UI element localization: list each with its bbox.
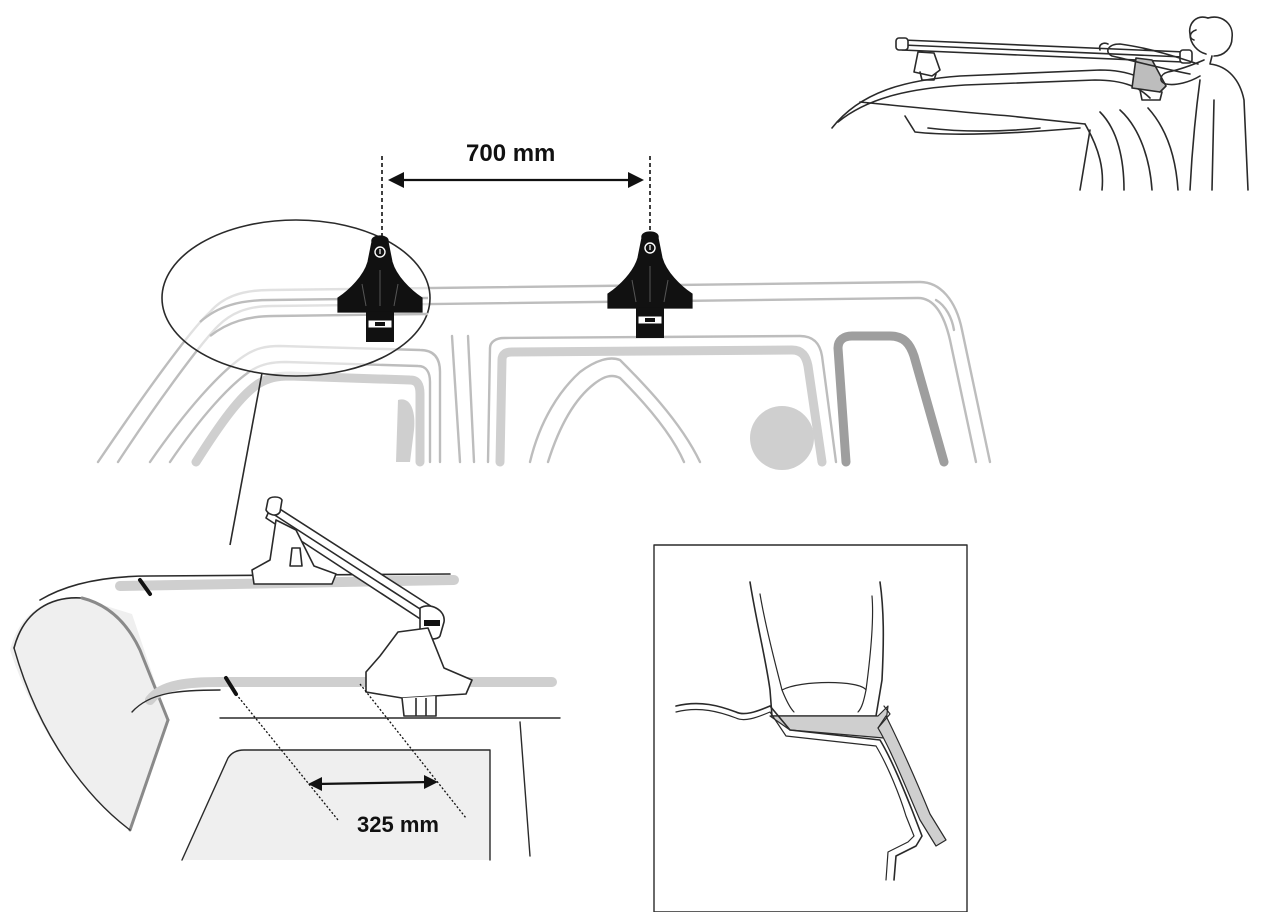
magnifier-icon — [161, 219, 431, 546]
roof-foot-icon — [607, 231, 693, 338]
dimension-label-325: 325 mm — [357, 812, 439, 837]
cross-section-detail — [653, 544, 968, 912]
dimension-700 — [381, 156, 651, 238]
dimension-325 — [235, 683, 467, 821]
magnified-roof-edge — [199, 296, 429, 337]
person-installing-rack-icon — [831, 16, 1249, 191]
dimension-label-700: 700 mm — [466, 140, 556, 167]
roof-bar-icon — [251, 496, 473, 717]
roof-perspective-view — [10, 573, 561, 861]
